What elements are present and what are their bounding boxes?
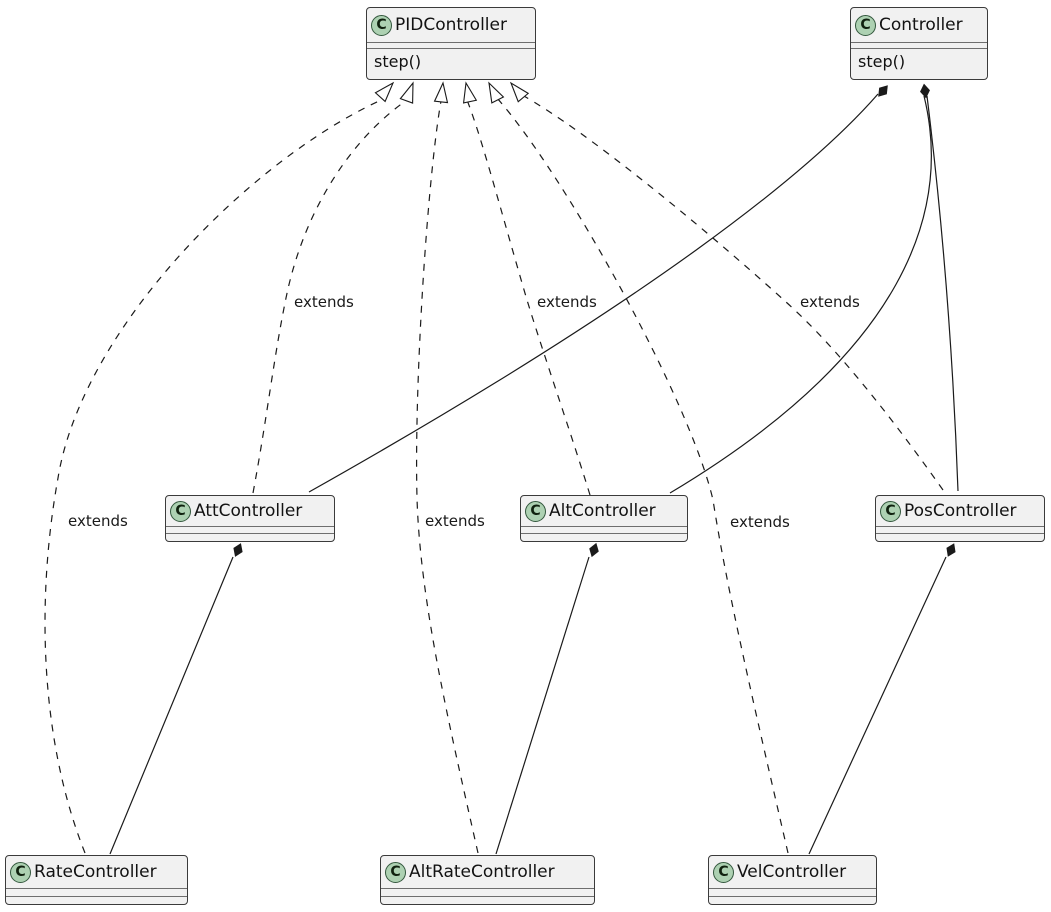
attributes-compartment: [367, 42, 535, 48]
composition-diamond-icon: [233, 543, 243, 557]
class-badge-icon: C: [525, 500, 546, 522]
class-attcontroller: C AttController: [165, 495, 335, 542]
edge-label-extends: extends: [425, 512, 485, 530]
class-altratecontroller: C AltRateController: [380, 855, 595, 905]
methods-compartment: [381, 896, 594, 904]
generalization-arrowhead-icon: [509, 81, 530, 103]
edge-poscontroller-extends-pidcontroller: [521, 94, 944, 491]
methods-compartment: [166, 533, 334, 541]
class-name: AltRateController: [409, 862, 555, 882]
edge-controller-composes-altcontroller: [669, 95, 932, 494]
attributes-compartment: [851, 42, 987, 48]
class-ratecontroller: C RateController: [5, 855, 188, 905]
class-name: PIDController: [395, 15, 507, 35]
class-badge-icon: C: [713, 861, 734, 883]
class-pidcontroller: C PIDController step(): [366, 7, 536, 80]
class-controller: C Controller step(): [850, 7, 988, 80]
attributes-compartment: [166, 526, 334, 533]
methods-compartment: [876, 533, 1044, 541]
methods-compartment: step(): [367, 48, 535, 79]
generalization-arrowhead-icon: [374, 81, 395, 103]
edge-ratecontroller-extends-pidcontroller: [44, 100, 380, 854]
methods-compartment: [521, 533, 687, 541]
edge-controller-composes-attcontroller: [308, 93, 879, 493]
class-badge-icon: C: [10, 861, 31, 883]
methods-compartment: [709, 896, 876, 904]
class-name: Controller: [879, 15, 963, 35]
methods-compartment: [6, 896, 187, 904]
generalization-arrowhead-icon: [399, 81, 414, 104]
edge-label-extends: extends: [730, 513, 790, 531]
attributes-compartment: [521, 526, 687, 533]
edge-label-extends: extends: [800, 293, 860, 311]
class-title: C PIDController: [367, 8, 535, 42]
edge-attcontroller-extends-pidcontroller: [252, 99, 408, 494]
edge-attcontroller-composes-ratecontroller: [109, 556, 234, 855]
edge-velcontroller-extends-pidcontroller: [496, 97, 789, 854]
class-name: VelController: [737, 862, 847, 882]
edge-label-extends: extends: [68, 512, 128, 530]
generalization-arrowhead-icon: [462, 81, 478, 104]
class-title: C VelController: [709, 856, 876, 888]
edge-label-extends: extends: [537, 293, 597, 311]
class-name: RateController: [34, 862, 157, 882]
class-badge-icon: C: [855, 14, 876, 36]
attributes-compartment: [381, 888, 594, 896]
edge-altcontroller-composes-altratecontroller: [495, 556, 590, 855]
class-poscontroller: C PosController: [875, 495, 1045, 542]
attributes-compartment: [876, 526, 1044, 533]
composition-diamond-icon: [946, 543, 956, 557]
class-velcontroller: C VelController: [708, 855, 877, 905]
class-title: C AltController: [521, 496, 687, 526]
class-badge-icon: C: [880, 500, 901, 522]
class-badge-icon: C: [371, 14, 392, 36]
generalization-arrowhead-icon: [488, 81, 505, 104]
class-title: C Controller: [851, 8, 987, 42]
edge-altratecontroller-extends-pidcontroller: [415, 100, 479, 854]
generalization-arrowhead-icon: [433, 81, 449, 104]
composition-diamond-icon: [589, 542, 599, 558]
attributes-compartment: [6, 888, 187, 896]
class-altcontroller: C AltController: [520, 495, 688, 542]
class-badge-icon: C: [170, 500, 191, 522]
class-badge-icon: C: [385, 861, 406, 883]
edge-poscontroller-composes-velcontroller: [808, 556, 947, 855]
edge-controller-composes-poscontroller: [926, 95, 959, 492]
class-title: C RateController: [6, 856, 187, 888]
methods-compartment: step(): [851, 48, 987, 79]
class-title: C PosController: [876, 496, 1044, 526]
composition-diamond-icon: [878, 85, 888, 97]
edge-label-extends: extends: [294, 293, 354, 311]
class-name: PosController: [904, 501, 1017, 521]
attributes-compartment: [709, 888, 876, 896]
class-name: AltController: [549, 501, 656, 521]
class-title: C AltRateController: [381, 856, 594, 888]
class-name: AttController: [194, 501, 303, 521]
class-title: C AttController: [166, 496, 334, 526]
composition-diamond-icon: [920, 83, 930, 99]
